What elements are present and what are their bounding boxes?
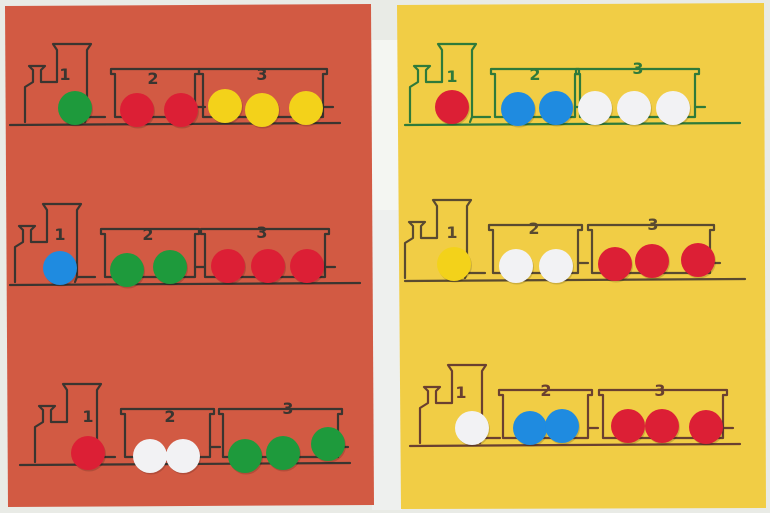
red-sticker-wheel bbox=[598, 247, 632, 281]
rail-line bbox=[403, 277, 747, 283]
white-sticker-wheel bbox=[166, 439, 200, 473]
green-sticker-wheel bbox=[266, 436, 300, 470]
red-sticker-wheel bbox=[645, 409, 679, 443]
green-sticker-wheel bbox=[311, 427, 345, 461]
yellow-sheet-train-1: 1 2 3 bbox=[403, 42, 742, 128]
car-number-3: 3 bbox=[654, 381, 665, 400]
white-sticker-wheel bbox=[455, 411, 489, 445]
yellow-sticker-wheel bbox=[289, 91, 323, 125]
red-sticker-wheel bbox=[435, 90, 469, 124]
blue-sticker-wheel bbox=[545, 409, 579, 443]
wagon-2-outline bbox=[574, 67, 701, 119]
red-sticker-wheel bbox=[689, 410, 723, 444]
yellow-paper-sheet bbox=[397, 3, 766, 509]
car-number-3: 3 bbox=[256, 223, 267, 242]
red-sticker-wheel bbox=[635, 244, 669, 278]
car-number-1: 1 bbox=[455, 383, 466, 402]
wagon-1-outline bbox=[119, 407, 216, 459]
wagon-2-outline bbox=[197, 67, 329, 119]
red-sheet-train-1: 1 2 3 bbox=[8, 42, 342, 129]
blue-sticker-wheel bbox=[501, 92, 535, 126]
rail-line bbox=[8, 281, 362, 287]
white-sticker-wheel bbox=[656, 91, 690, 125]
car-number-3: 3 bbox=[647, 215, 658, 234]
red-sticker-wheel bbox=[290, 249, 324, 283]
car-number-2: 2 bbox=[528, 219, 539, 238]
wagon-2-outline bbox=[597, 388, 729, 440]
car-number-1: 1 bbox=[59, 65, 70, 84]
red-paper-sheet bbox=[5, 4, 374, 507]
wagon-1-outline bbox=[99, 227, 201, 279]
red-sticker-wheel bbox=[611, 409, 645, 443]
car-number-2: 2 bbox=[164, 407, 175, 426]
blue-sticker-wheel bbox=[539, 91, 573, 125]
locomotive-outline bbox=[13, 202, 97, 284]
car-number-2: 2 bbox=[142, 225, 153, 244]
car-number-1: 1 bbox=[82, 407, 93, 426]
yellow-sticker-wheel bbox=[245, 93, 279, 127]
green-sticker-wheel bbox=[228, 439, 262, 473]
blue-sticker-wheel bbox=[43, 251, 77, 285]
yellow-sticker-wheel bbox=[437, 247, 471, 281]
car-number-2: 2 bbox=[540, 381, 551, 400]
locomotive-outline bbox=[408, 42, 492, 124]
red-sheet-train-2: 1 2 3 bbox=[8, 202, 362, 289]
car-number-1: 1 bbox=[54, 225, 65, 244]
green-sticker-wheel bbox=[153, 250, 187, 284]
car-number-2: 2 bbox=[147, 69, 158, 88]
red-sticker-wheel bbox=[251, 249, 285, 283]
white-sticker-wheel bbox=[578, 91, 612, 125]
white-sticker-wheel bbox=[499, 249, 533, 283]
red-sticker-wheel bbox=[681, 243, 715, 277]
wagon-1-outline bbox=[497, 388, 594, 440]
car-number-3: 3 bbox=[632, 59, 643, 78]
green-sticker-wheel bbox=[110, 253, 144, 287]
red-sticker-wheel bbox=[71, 436, 105, 470]
rail-line bbox=[408, 442, 742, 448]
car-number-1: 1 bbox=[446, 67, 457, 86]
green-sticker-wheel bbox=[58, 91, 92, 125]
car-number-1: 1 bbox=[446, 223, 457, 242]
blue-sticker-wheel bbox=[513, 411, 547, 445]
yellow-sticker-wheel bbox=[208, 89, 242, 123]
wagon-1-outline bbox=[487, 223, 584, 275]
red-sticker-wheel bbox=[164, 93, 198, 127]
yellow-sheet-train-2: 1 2 3 bbox=[403, 198, 747, 285]
white-sticker-wheel bbox=[133, 439, 167, 473]
white-sticker-wheel bbox=[539, 249, 573, 283]
red-sheet-train-3: 1 2 3 bbox=[18, 382, 352, 475]
rail-line bbox=[403, 121, 742, 127]
red-sticker-wheel bbox=[211, 249, 245, 283]
red-sticker-wheel bbox=[120, 93, 154, 127]
yellow-sheet-train-3: 1 2 3 bbox=[408, 363, 742, 448]
car-number-3: 3 bbox=[282, 399, 293, 418]
white-sticker-wheel bbox=[617, 91, 651, 125]
car-number-2: 2 bbox=[529, 65, 540, 84]
wagon-2-outline bbox=[199, 227, 331, 279]
car-number-3: 3 bbox=[256, 65, 267, 84]
